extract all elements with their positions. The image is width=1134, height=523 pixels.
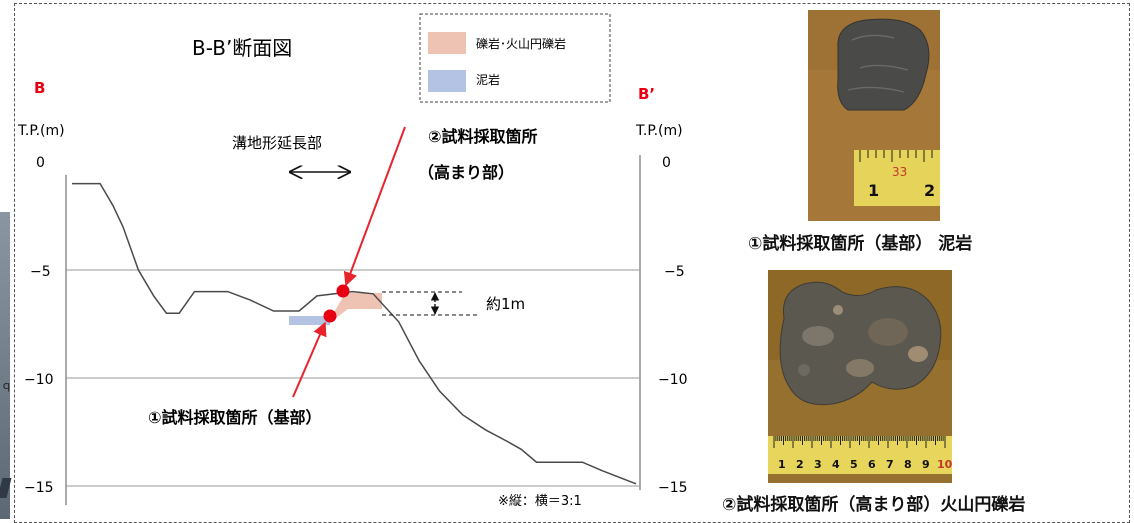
legend-swatch-mudstone (428, 70, 466, 92)
left-edge-glyph: ｑ (1, 379, 12, 392)
sample1-label: ①試料採取箇所（基部） (148, 408, 322, 427)
y-axis-unit-right: T.P.(m) (635, 123, 683, 139)
sample1-point (323, 309, 337, 323)
scale-note: ※縦：横＝3:1 (498, 494, 582, 509)
sample2-photo: 1 2 3 4 5 6 7 8 9 10 (768, 270, 952, 483)
sample2-label-line1: ②試料採取箇所 (428, 127, 538, 146)
y-tick-left-minus5: −5 (30, 264, 51, 280)
sample2-point (336, 284, 350, 298)
sample2-tape-label-3: 3 (814, 458, 822, 471)
height-label: 約1m (486, 295, 525, 313)
sample2-tape-label-9: 9 (922, 458, 930, 471)
y-tick-left-0: 0 (36, 155, 45, 171)
y-tick-right-minus5: −5 (664, 264, 685, 280)
mudstone-specimen (837, 18, 930, 111)
legend-swatch-conglomerate (428, 32, 466, 54)
y-tick-left-minus10: −10 (24, 372, 54, 388)
photo1-caption: ①試料採取箇所（基部） 泥岩 (748, 234, 973, 254)
sample2-tape-label-10: 10 (937, 458, 952, 471)
trench-extension-label: 溝地形延長部 (232, 134, 322, 152)
sample1-scale-tape (854, 150, 940, 206)
terrain-profile-line (72, 182, 637, 485)
sample2-tape-label-4: 4 (832, 458, 840, 471)
legend: 礫岩･火山円礫岩 泥岩 (419, 13, 611, 103)
sample1-photo: 33 1 2 (808, 10, 940, 221)
sample2-tape-label-1: 1 (778, 458, 786, 471)
legend-label-mudstone: 泥岩 (476, 72, 500, 87)
sample2-photo-drawing: 1 2 3 4 5 6 7 8 9 10 (768, 270, 952, 483)
sample1-tape-label-2: 2 (924, 181, 935, 200)
sample2-tape-label-5: 5 (850, 458, 858, 471)
photo2-caption: ②試料採取箇所（高まり部）火山円礫岩 (722, 495, 1026, 515)
sample2-label-line2: （高まり部） (418, 163, 514, 182)
sample1-photo-drawing: 33 1 2 (808, 10, 940, 221)
sample1-tape-label-33: 33 (892, 165, 907, 179)
sample1-arrow (292, 321, 327, 398)
y-tick-left-minus15: −15 (24, 480, 54, 496)
y-axis-unit-left: T.P.(m) (17, 123, 65, 139)
conglomerate-unit (333, 293, 382, 318)
y-tick-right-0: 0 (662, 155, 671, 171)
sample2-tape-label-6: 6 (868, 458, 876, 471)
sample2-tape-label-7: 7 (886, 458, 894, 471)
sample2-arrow (343, 126, 406, 287)
diagram-title: B-B’断面図 (192, 36, 292, 60)
section-end-b-prime: B’ (638, 85, 655, 103)
sample1-tape-label-1: 1 (868, 181, 879, 200)
y-tick-right-minus15: −15 (658, 480, 688, 496)
left-edge-fragment (0, 212, 10, 519)
legend-label-conglomerate: 礫岩･火山円礫岩 (476, 36, 566, 51)
section-end-b: B (34, 79, 45, 97)
sample2-tape-label-8: 8 (904, 458, 912, 471)
conglomerate-specimen (779, 281, 942, 406)
y-tick-right-minus10: −10 (658, 372, 688, 388)
sample2-tape-label-2: 2 (796, 458, 804, 471)
